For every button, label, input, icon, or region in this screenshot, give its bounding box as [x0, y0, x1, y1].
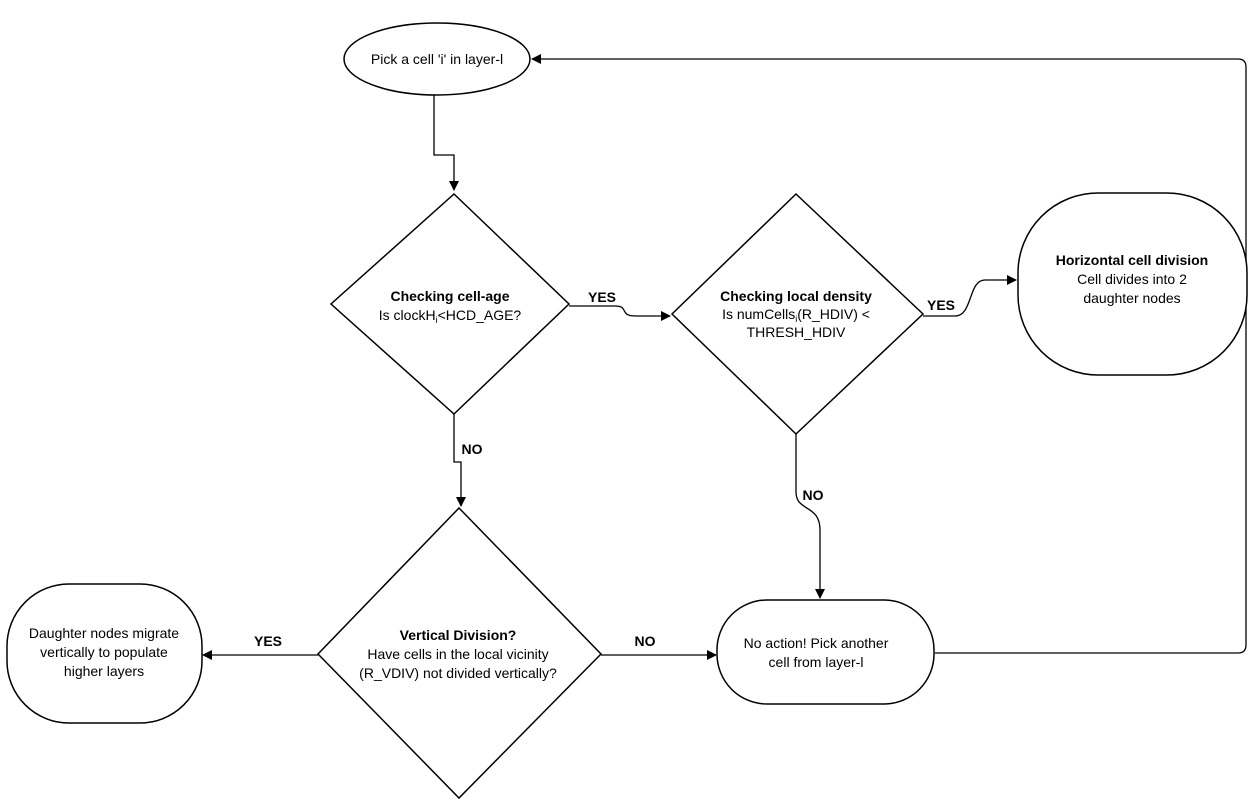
edge-start-to-age-check — [433, 94, 459, 191]
node-vertical-check: Vertical Division? Have cells in the loc… — [316, 506, 603, 800]
node-vertical-check-line1: Have cells in the local vicinity — [367, 646, 548, 662]
node-start: Pick a cell 'i' in layer-l — [343, 22, 531, 96]
node-density-check-condition: Is numCellsi(R_HDIV) < — [722, 306, 870, 324]
node-migrate-line3: higher layers — [64, 663, 144, 679]
node-vertical-check-line2: (R_VDIV) not divided vertically? — [359, 665, 557, 681]
node-migrate: Daughter nodes migrate vertically to pop… — [6, 583, 203, 724]
edge-age-yes-to-density — [569, 305, 671, 321]
node-density-check: Checking local density Is numCellsi(R_HD… — [670, 192, 925, 436]
edge-label-vertical-no: NO — [635, 633, 656, 649]
edge-age-no-to-vertical — [453, 414, 466, 507]
node-no-action-line1: No action! Pick another — [744, 635, 889, 651]
node-age-check: Checking cell-age Is clockHi<HCD_AGE? — [329, 192, 571, 416]
node-age-check-title: Checking cell-age — [390, 288, 509, 304]
node-density-check-threshold: THRESH_HDIV — [747, 324, 846, 340]
edge-label-age-yes: YES — [588, 289, 616, 305]
edge-density-no-to-no-action — [795, 434, 825, 599]
node-horizontal-division-line2: daughter nodes — [1083, 290, 1180, 306]
node-no-action: No action! Pick another cell from layer-… — [716, 599, 935, 705]
node-age-check-condition: Is clockHi<HCD_AGE? — [379, 307, 522, 325]
node-migrate-line1: Daughter nodes migrate — [29, 625, 179, 641]
edge-label-age-no: NO — [462, 441, 483, 457]
node-vertical-check-title: Vertical Division? — [400, 627, 517, 643]
edge-no-action-loop-to-start — [531, 54, 1247, 654]
edge-label-density-no: NO — [803, 487, 824, 503]
node-horizontal-division-line1: Cell divides into 2 — [1077, 271, 1187, 287]
node-horizontal-division: Horizontal cell division Cell divides in… — [1017, 192, 1248, 376]
edge-density-yes-to-horizontal — [923, 275, 1017, 317]
node-horizontal-division-title: Horizontal cell division — [1056, 252, 1208, 268]
edge-label-vertical-yes: YES — [254, 633, 282, 649]
node-start-text: Pick a cell 'i' in layer-l — [371, 51, 503, 67]
node-no-action-line2: cell from layer-l — [769, 654, 864, 670]
node-density-check-title: Checking local density — [720, 288, 872, 304]
node-migrate-line2: vertically to populate — [40, 644, 168, 660]
edge-label-density-yes: YES — [927, 297, 955, 313]
